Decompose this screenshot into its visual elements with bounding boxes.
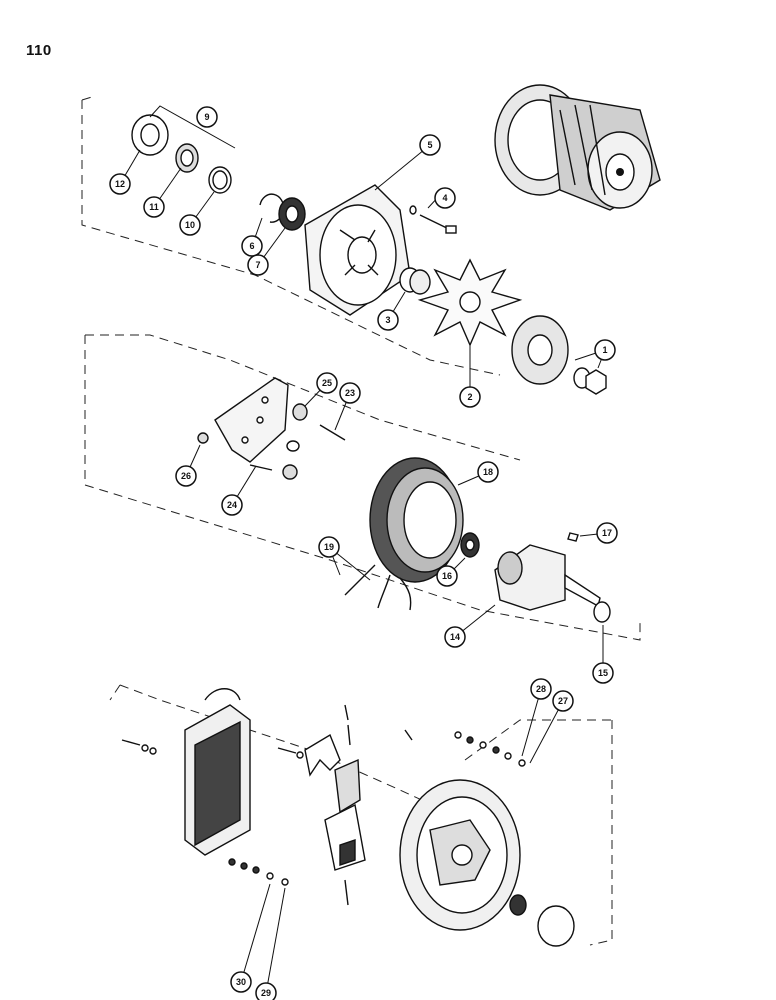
assembled-alternator-image [494, 84, 661, 211]
callout-11: 11 [143, 196, 165, 218]
rotor-14-part [494, 544, 601, 611]
callout-17: 17 [596, 522, 618, 544]
svg-text:15: 15 [598, 668, 608, 678]
svg-text:1: 1 [602, 345, 607, 355]
callout-6: 6 [241, 235, 263, 257]
leader-9 [149, 105, 236, 149]
callout-9: 9 [196, 106, 218, 128]
callout-18: 18 [477, 461, 499, 483]
through-bolt-4-part [409, 205, 457, 234]
svg-text:11: 11 [149, 202, 159, 212]
callout-27: 27 [552, 690, 574, 712]
seal-12-part [131, 114, 169, 156]
seal-11-part [175, 143, 199, 173]
svg-text:6: 6 [249, 241, 254, 251]
svg-text:23: 23 [345, 388, 355, 398]
callout-16: 16 [436, 565, 458, 587]
brush-holder-part [304, 704, 366, 906]
terminal-hardware-part [228, 729, 526, 886]
callout-2: 2 [459, 386, 481, 408]
callout-12: 12 [109, 173, 131, 195]
callout-15: 15 [592, 662, 614, 684]
svg-text:17: 17 [602, 528, 612, 538]
pulley-part [511, 315, 607, 395]
svg-text:4: 4 [442, 193, 447, 203]
callout-24: 24 [221, 494, 243, 516]
svg-text:9: 9 [204, 112, 209, 122]
svg-text:26: 26 [181, 471, 191, 481]
callout-23: 23 [339, 382, 361, 404]
svg-text:16: 16 [442, 571, 452, 581]
callout-29: 29 [255, 982, 277, 1000]
front-housing-part [304, 184, 411, 316]
svg-text:29: 29 [261, 988, 271, 998]
svg-text:24: 24 [227, 500, 237, 510]
bearing-7-part [278, 197, 306, 231]
leader-27 [529, 700, 564, 764]
svg-text:5: 5 [427, 140, 432, 150]
key-17-part [567, 532, 579, 542]
bracket-part [197, 377, 346, 480]
svg-text:3: 3 [385, 315, 390, 325]
callout-30: 30 [230, 971, 252, 993]
svg-text:28: 28 [536, 684, 546, 694]
page-number: 110 [26, 42, 52, 59]
callout-10: 10 [179, 214, 201, 236]
spacer-3-part [399, 267, 431, 295]
svg-text:18: 18 [483, 467, 493, 477]
regulator-part [184, 688, 251, 856]
callout-4: 4 [434, 187, 456, 209]
callout-14: 14 [444, 626, 466, 648]
bearing-16-part [460, 532, 480, 558]
callout-25: 25 [316, 372, 338, 394]
svg-text:14: 14 [450, 632, 460, 642]
leader-28 [521, 688, 542, 757]
washer-15-part [593, 601, 611, 623]
callout-28: 28 [530, 678, 552, 700]
callout-19: 19 [318, 536, 340, 558]
leader-29 [265, 887, 286, 994]
leader-30 [240, 883, 271, 983]
svg-text:25: 25 [322, 378, 332, 388]
svg-text:2: 2 [467, 392, 472, 402]
stator-18-part [344, 457, 464, 611]
snap-ring-8-part [259, 193, 285, 223]
callout-26: 26 [175, 465, 197, 487]
svg-text:10: 10 [185, 220, 195, 230]
callout-5: 5 [419, 134, 441, 156]
fan-2-part [417, 258, 523, 347]
callout-1: 1 [594, 339, 616, 361]
svg-text:27: 27 [558, 696, 568, 706]
svg-text:12: 12 [115, 179, 125, 189]
svg-text:19: 19 [324, 542, 334, 552]
svg-text:7: 7 [255, 260, 260, 270]
leader-5 [374, 144, 431, 191]
rear-housing-part [399, 779, 575, 947]
rear-screws-part [121, 739, 304, 759]
retainer-10-part [208, 166, 232, 194]
callout-7: 7 [247, 254, 269, 276]
callout-3: 3 [377, 309, 399, 331]
svg-text:30: 30 [236, 977, 246, 987]
